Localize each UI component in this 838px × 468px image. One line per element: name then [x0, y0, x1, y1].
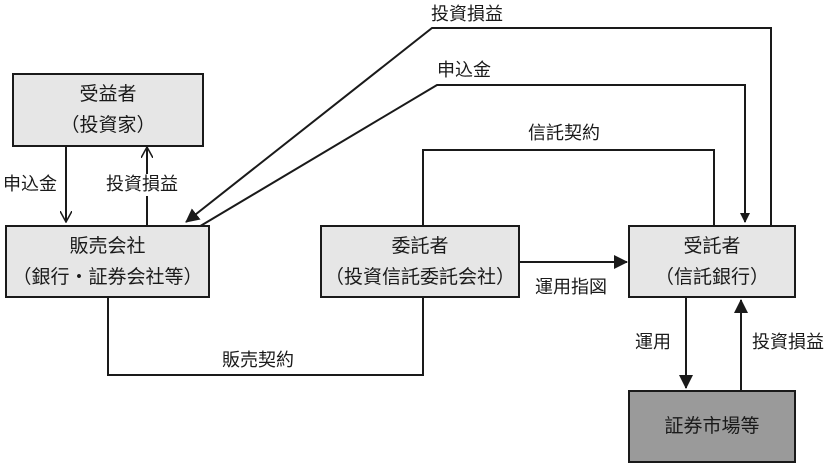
edge-top-subscription — [196, 84, 750, 229]
node-beneficiary-title: 受益者 — [79, 83, 137, 105]
node-distributor-subtitle: （銀行・証券会社等） — [12, 265, 203, 288]
node-trustee: 受託者 （信託銀行） — [628, 225, 796, 298]
edge-top-return — [185, 27, 772, 225]
label-top-return: 投資損益 — [431, 4, 503, 26]
label-trust-contract: 信託契約 — [528, 123, 600, 145]
node-beneficiary: 受益者 （投資家） — [12, 73, 204, 147]
label-left-return: 投資損益 — [106, 174, 178, 196]
edge-trust-contract — [422, 149, 715, 225]
node-trustee-subtitle: （信託銀行） — [654, 265, 769, 288]
node-trustor-subtitle: （投資信託委託会社） — [324, 265, 515, 288]
label-top-subscription: 申込金 — [437, 60, 491, 82]
label-sales-contract: 販売契約 — [222, 350, 294, 372]
edge-sales-contract — [107, 298, 424, 376]
label-operation: 運用 — [635, 332, 671, 354]
node-market-title: 証券市場等 — [664, 415, 760, 437]
node-trustor-title: 委託者 — [391, 234, 449, 257]
label-market-return: 投資損益 — [752, 332, 824, 354]
node-beneficiary-subtitle: （投資家） — [60, 114, 156, 136]
node-distributor-title: 販売会社 — [69, 234, 146, 257]
node-trustor: 委託者 （投資信託委託会社） — [320, 225, 520, 298]
label-left-subscription: 申込金 — [3, 174, 57, 196]
node-distributor: 販売会社 （銀行・証券会社等） — [5, 225, 210, 298]
node-market: 証券市場等 — [628, 390, 796, 463]
label-instruction: 運用指図 — [535, 277, 607, 299]
node-trustee-title: 受託者 — [683, 234, 741, 257]
